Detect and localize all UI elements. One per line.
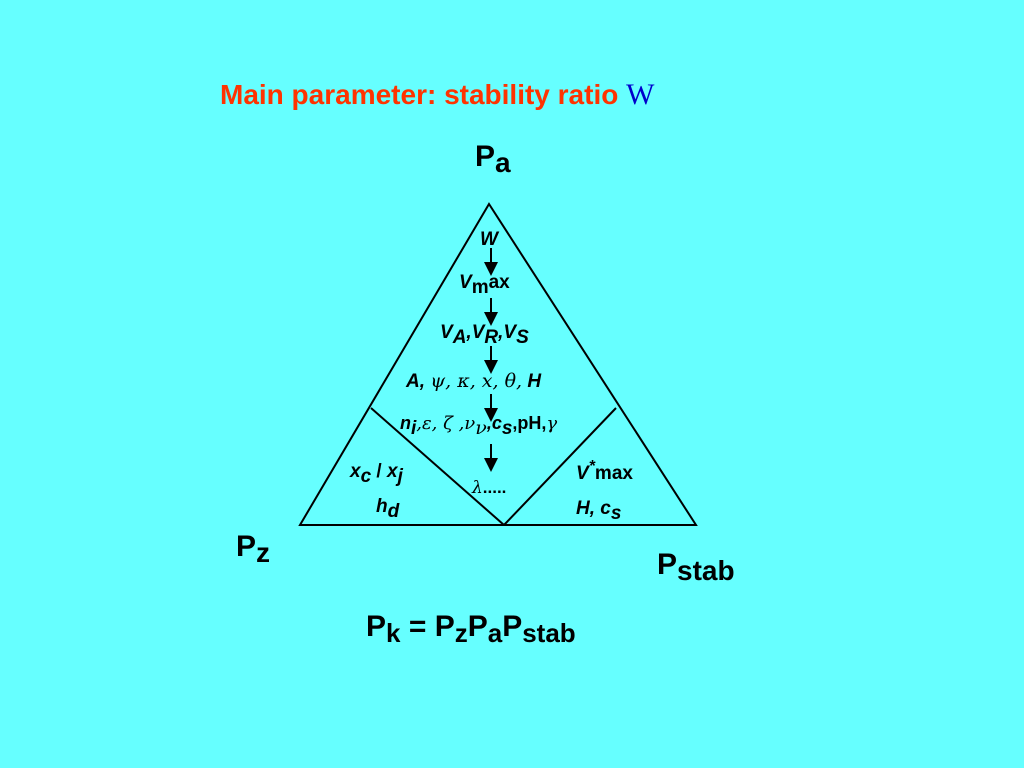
title-text: Main parameter: stability ratio	[220, 79, 619, 110]
chain-ni-label: ni,ε, ζ ,νν,cs,pH,γ	[400, 413, 558, 439]
right-region-vmax-label: V*max	[576, 458, 633, 484]
page-title: Main parameter: stability ratio W	[220, 78, 654, 112]
arrow-params-ni	[484, 394, 498, 422]
left-region-hd-label: hd	[376, 496, 400, 522]
arrow-ni-lambda	[484, 444, 498, 472]
left-region-ratio-label: xc / xj	[350, 461, 403, 487]
corner-label-left: Pz	[236, 530, 271, 568]
chain-vmax-label: Vmax	[459, 272, 510, 298]
right-divider	[503, 407, 617, 526]
probability-equation: Pk = PzPaPstab	[366, 610, 576, 648]
left-divider	[370, 407, 505, 526]
arrow-w-vmax	[484, 248, 498, 276]
right-region-hcs-label: H, cs	[576, 498, 622, 524]
chain-params-label: A, ψ, κ, x, θ, H	[406, 370, 542, 392]
arrow-vmax-vars	[484, 298, 498, 326]
arrow-vars-params	[484, 346, 498, 374]
corner-label-right: Pstab	[657, 548, 735, 586]
outer-triangle	[298, 202, 698, 526]
chain-lambda-label: λ.....	[472, 478, 507, 498]
corner-label-top: Pa	[475, 140, 511, 178]
chain-velocities-label: VA,VR,VS	[440, 322, 529, 348]
chain-w-label: W	[480, 229, 498, 250]
title-symbol: W	[626, 78, 655, 111]
